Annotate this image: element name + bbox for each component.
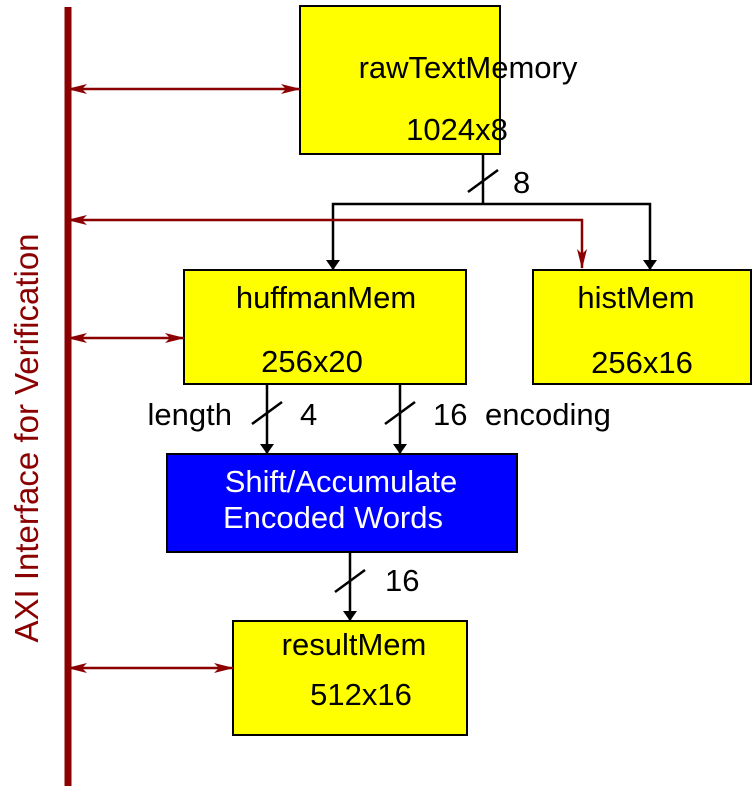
length-label: length (148, 397, 232, 432)
axi-hist-link (67, 215, 587, 269)
shift-accumulate-block (166, 453, 518, 553)
huffman-mem-block (183, 269, 467, 385)
raw-out-width-slash (467, 168, 499, 194)
raw-to-hist-wire (483, 202, 657, 270)
raw-text-memory-block (299, 5, 501, 155)
encoding-label: encoding (485, 397, 611, 432)
shift-accumulate-line1: Shift/Accumulate (225, 464, 458, 499)
shift-accumulate-line2: Encoded Words (223, 500, 443, 535)
hist-mem-size: 256x16 (591, 345, 693, 380)
encoding-width-slash (384, 400, 416, 426)
raw-to-huffman-wire (326, 202, 483, 270)
length-width-slash (251, 400, 283, 426)
huffman-mem-size: 256x20 (261, 344, 363, 379)
raw-text-memory-size: 1024x8 (406, 112, 508, 147)
result-mem-name: resultMem (282, 627, 427, 662)
result-mem-block (232, 620, 468, 736)
hist-mem-block (532, 269, 752, 385)
raw-text-memory-name: rawTextMemory (359, 50, 578, 85)
length-width-label: 4 (300, 397, 317, 432)
encoding-width-label: 16 (433, 397, 467, 432)
axi-bus-label: AXI Interface for Verification (8, 233, 45, 642)
shift-out-width-slash (334, 568, 366, 594)
raw-out-width-label: 8 (513, 165, 530, 200)
shift-out-width-label: 16 (385, 563, 419, 598)
hist-mem-name: histMem (577, 280, 694, 315)
huffman-mem-name: huffmanMem (236, 280, 416, 315)
result-mem-size: 512x16 (310, 677, 412, 712)
